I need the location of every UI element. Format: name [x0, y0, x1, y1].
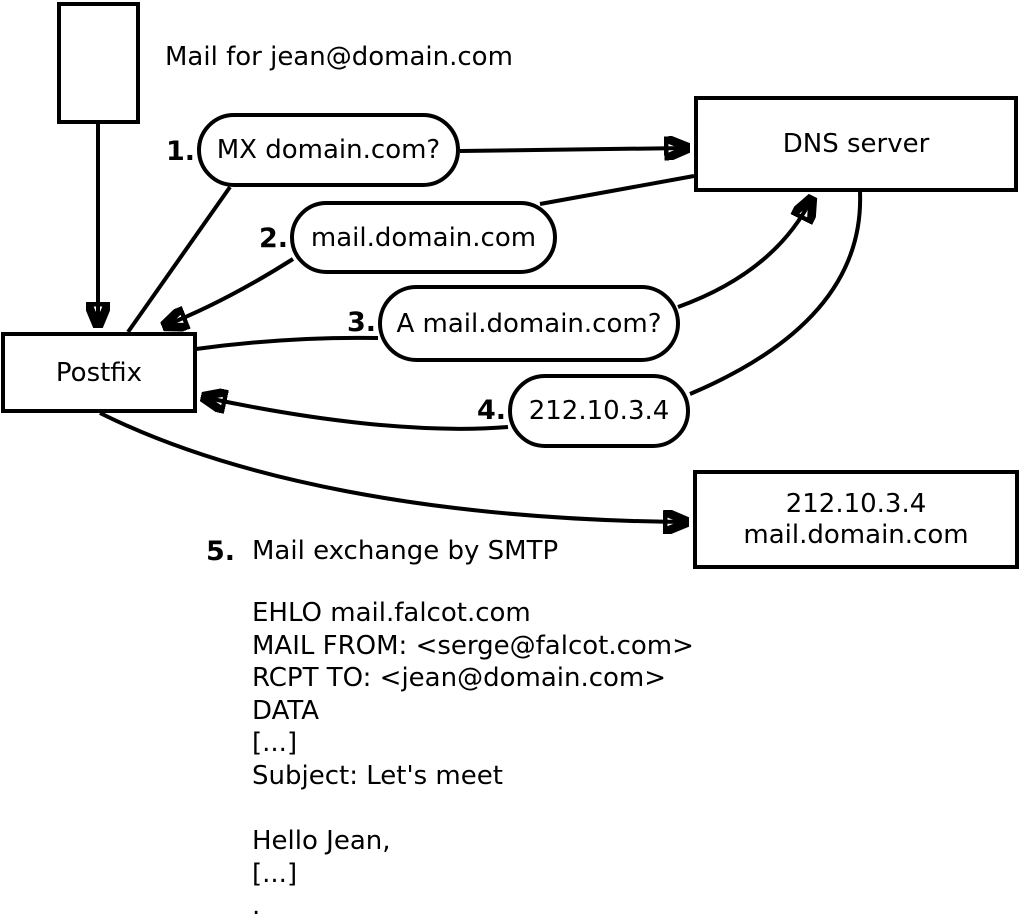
- step-number-5: 5.: [206, 536, 236, 567]
- diagram-title: Mail for jean@domain.com: [165, 42, 513, 72]
- step-number-1: 1.: [165, 136, 195, 167]
- mx-query-label: MX domain.com?: [216, 135, 441, 165]
- line-dns-to-a-response: [689, 191, 863, 396]
- arrow-mx-response-to-postfix: [164, 257, 295, 326]
- smtp-line-rcpt-to: RCPT TO: <jean@domain.com>: [252, 663, 667, 694]
- mail-server-ip: 212.10.3.4: [785, 488, 927, 519]
- mail-message-node: [57, 2, 140, 124]
- dns-server-label: DNS server: [782, 129, 930, 159]
- mx-response-pill: mail.domain.com: [290, 201, 557, 274]
- a-response-pill: 212.10.3.4: [508, 374, 690, 448]
- line-postfix-to-a-query: [195, 335, 379, 351]
- a-response-label: 212.10.3.4: [528, 396, 670, 426]
- smtp-line-blank: [252, 793, 694, 826]
- arrow-mx-query-to-dns: [459, 148, 688, 151]
- a-query-pill: A mail.domain.com?: [378, 285, 680, 362]
- line-dns-to-mx-response: [539, 174, 695, 206]
- mail-server-node: 212.10.3.4 mail.domain.com: [693, 470, 1019, 569]
- arrow-a-response-to-postfix: [203, 397, 509, 431]
- postfix-node: Postfix: [1, 332, 197, 413]
- a-query-label: A mail.domain.com?: [396, 308, 662, 339]
- step-number-4: 4.: [476, 395, 506, 426]
- smtp-line-greeting: Hello Jean,: [252, 826, 391, 857]
- mx-response-label: mail.domain.com: [310, 222, 537, 253]
- smtp-line-data: DATA: [252, 695, 319, 726]
- step-number-2: 2.: [258, 223, 288, 254]
- postfix-label: Postfix: [55, 357, 143, 388]
- smtp-line-ehlo: EHLO mail.falcot.com: [252, 598, 531, 628]
- step-number-3: 3.: [346, 307, 376, 338]
- smtp-line-terminator-dot: .: [252, 891, 261, 919]
- arrow-a-query-to-dns: [677, 198, 812, 309]
- line-postfix-to-mx-query: [126, 185, 232, 334]
- arrow-smtp-to-mail-server: [99, 411, 687, 522]
- mx-query-pill: MX domain.com?: [197, 113, 460, 187]
- smtp-line-subject: Subject: Let's meet: [252, 760, 503, 791]
- smtp-line-ellipsis-1: [...]: [252, 728, 298, 759]
- smtp-exchange-label: Mail exchange by SMTP: [252, 536, 559, 566]
- mail-server-hostname: mail.domain.com: [743, 519, 969, 550]
- dns-server-node: DNS server: [694, 96, 1018, 192]
- smtp-transcript: EHLO mail.falcot.com MAIL FROM: <serge@f…: [252, 597, 694, 919]
- smtp-line-mail-from: MAIL FROM: <serge@falcot.com>: [252, 630, 694, 661]
- smtp-line-ellipsis-2: [...]: [252, 858, 298, 889]
